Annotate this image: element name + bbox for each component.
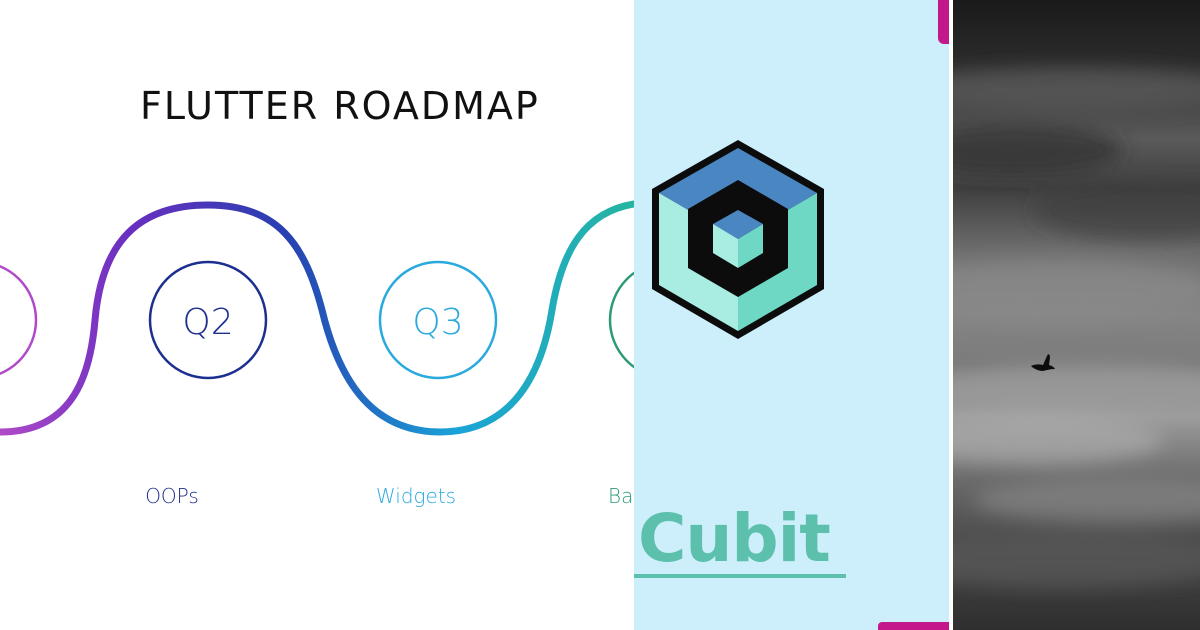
milestone-circle-q2 bbox=[148, 260, 268, 380]
accent-bar-bottom bbox=[878, 622, 949, 630]
milestone-partial-topic: Ba bbox=[608, 484, 633, 508]
bird-silhouette-icon bbox=[1031, 354, 1055, 371]
roadmap-wave bbox=[0, 200, 634, 436]
cubit-underline bbox=[634, 574, 846, 578]
milestone-circle-q3 bbox=[378, 260, 498, 380]
milestone-q3-label: Q3 bbox=[412, 302, 463, 343]
cubit-label: Cubit bbox=[638, 500, 831, 577]
milestone-q2-label: Q2 bbox=[182, 302, 233, 343]
cloudy-sky-photo bbox=[953, 68, 1200, 588]
roadmap-graphic: Q2 Q3 OOPs Widgets Ba bbox=[0, 200, 634, 508]
cubit-panel: Cubit bbox=[634, 0, 949, 630]
milestone-oops-topic: OOPs bbox=[145, 484, 199, 508]
milestone-circle-q1 bbox=[0, 264, 38, 376]
accent-bar-top bbox=[938, 0, 949, 44]
cubit-logo-icon bbox=[652, 140, 824, 339]
milestone-circle-q4 bbox=[608, 271, 634, 369]
roadmap-title: FLUTTER ROADMAP bbox=[140, 84, 540, 128]
milestone-widgets-topic: Widgets bbox=[376, 484, 456, 508]
roadmap-panel: Q2 Q3 OOPs Widgets Ba FLUTTER ROADMAP bbox=[0, 84, 634, 508]
sky-photo-panel bbox=[953, 0, 1200, 630]
panel-divider bbox=[949, 0, 953, 630]
